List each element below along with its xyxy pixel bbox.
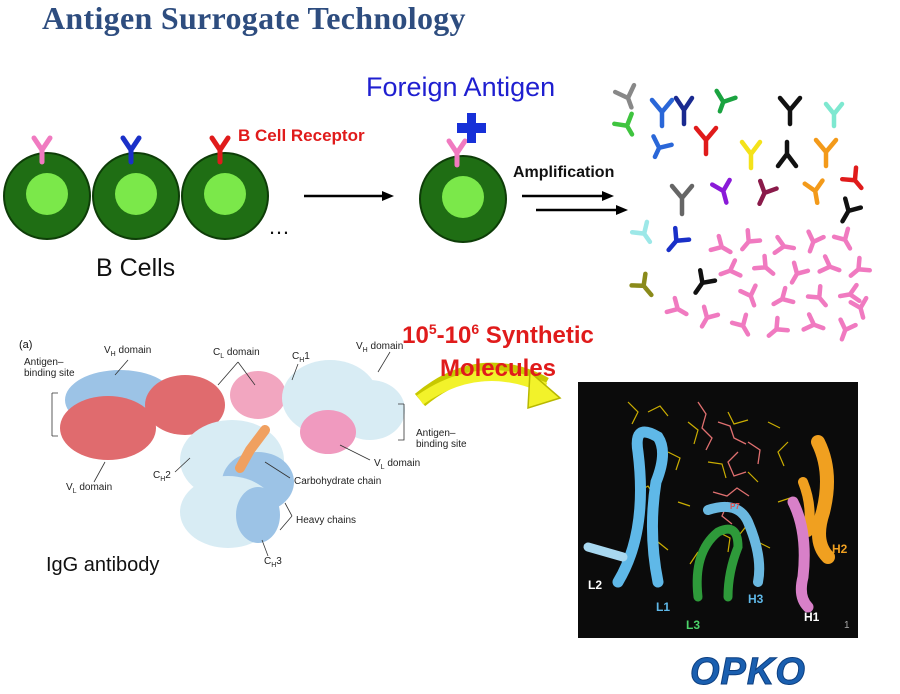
l2-label: L2 — [588, 578, 603, 592]
h2-label: H2 — [832, 542, 848, 556]
heavy-chains-label: Heavy chains — [296, 515, 357, 526]
slide-title: Antigen Surrogate Technology — [42, 0, 466, 36]
yellow-curved-arrow-icon — [414, 362, 562, 410]
cl-domain-label: CL domain — [213, 347, 260, 360]
vl-domain-right-label: VL domain — [374, 458, 421, 471]
b-cell-receptor-label: B Cell Receptor — [238, 126, 365, 145]
b-cell-3 — [181, 152, 269, 240]
slide-number: 1 — [844, 620, 850, 631]
receptor-red-icon — [209, 135, 231, 165]
foreign-antigen-icon — [457, 113, 486, 143]
vh-domain-left-label: VH domain — [104, 345, 152, 358]
h3-label: H3 — [748, 592, 764, 606]
amplification-label: Amplification — [513, 164, 615, 181]
pink-antibody-cluster — [664, 226, 872, 342]
arrow-right-icon — [304, 191, 394, 201]
foreign-antigen-label: Foreign Antigen — [366, 72, 556, 102]
receptor-pink-bound-icon — [446, 138, 468, 168]
amplified-antibodies — [612, 82, 864, 298]
b-cell-2 — [92, 152, 180, 240]
structure-render — [583, 401, 835, 613]
panel-a-label: (a) — [19, 339, 33, 351]
ch3-label: CH3 — [264, 556, 282, 569]
igg-antibody-structure — [60, 360, 405, 548]
amplification-arrows-icon — [522, 191, 628, 215]
l3-label: L3 — [686, 618, 701, 632]
antigen-binding-site-left-label: Antigen–binding site — [24, 357, 75, 379]
vl-domain-left-label: VL domain — [66, 482, 113, 495]
ch1-label: CH1 — [292, 351, 310, 364]
p7-label: P7 — [730, 502, 740, 511]
b-cell-activated — [419, 155, 507, 243]
ellipsis: … — [268, 214, 290, 239]
igg-antibody-label: IgG antibody — [46, 554, 160, 576]
vh-domain-right-label: VH domain — [356, 341, 404, 354]
b-cell-1 — [3, 152, 91, 240]
receptor-blue-icon — [120, 135, 142, 165]
opko-logo: OPKO — [690, 651, 806, 694]
structure-image: L2 L1 L3 H3 H1 H2 P7 1 — [578, 382, 858, 638]
antigen-binding-site-right-label: Antigen–binding site — [416, 428, 467, 450]
figure-leader-lines — [51, 351, 405, 557]
ch2-label: CH2 — [153, 470, 171, 483]
h1-label: H1 — [804, 610, 820, 624]
synthetic-molecules-label: 105-106 Synthetic Molecules — [402, 321, 594, 382]
receptor-pink-icon — [31, 135, 53, 165]
carbohydrate-chain-label: Carbohydrate chain — [294, 476, 382, 487]
b-cells-label: B Cells — [96, 254, 176, 282]
l1-label: L1 — [656, 600, 671, 614]
